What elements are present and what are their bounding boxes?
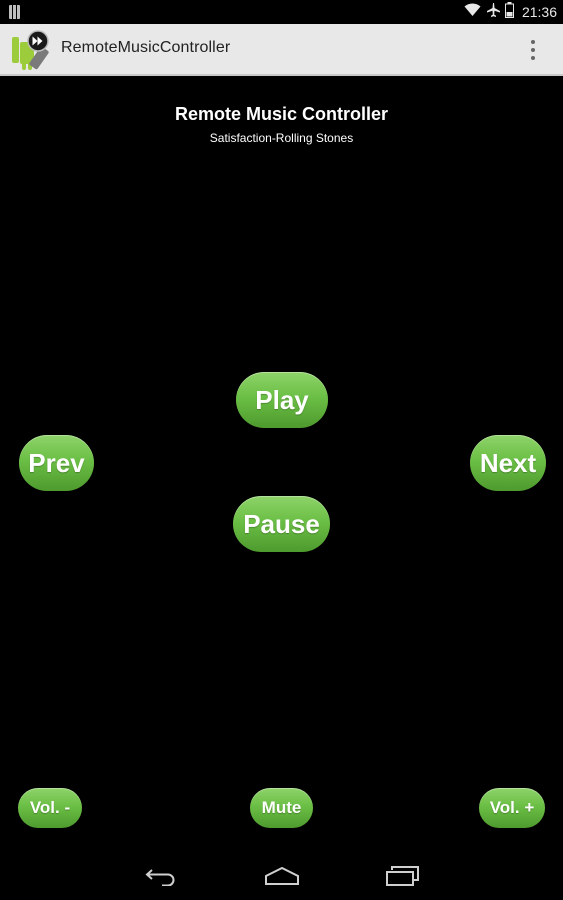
- volume-down-button[interactable]: Vol. -: [18, 788, 82, 828]
- back-icon[interactable]: [142, 862, 182, 890]
- next-button[interactable]: Next: [470, 435, 546, 491]
- app-title: RemoteMusicController: [61, 39, 231, 56]
- recent-apps-icon[interactable]: [382, 862, 422, 890]
- battery-icon: [504, 1, 514, 23]
- status-icons: 21:36: [464, 1, 557, 23]
- app-launcher-icon[interactable]: [8, 29, 52, 71]
- mute-button[interactable]: Mute: [250, 788, 313, 828]
- prev-button[interactable]: Prev: [19, 435, 94, 491]
- status-bar: 21:36: [0, 0, 563, 24]
- notification-icon: [9, 5, 20, 19]
- overflow-dot: [531, 40, 535, 44]
- now-playing-label: Satisfaction-Rolling Stones: [209, 131, 354, 145]
- home-icon[interactable]: [262, 862, 302, 890]
- navigation-bar: [0, 852, 563, 900]
- action-bar: RemoteMusicController: [0, 24, 563, 76]
- overflow-dot: [531, 56, 535, 60]
- play-button[interactable]: Play: [236, 372, 328, 428]
- overflow-menu-icon[interactable]: [523, 38, 543, 62]
- airplane-mode-icon: [485, 2, 501, 23]
- overflow-dot: [531, 48, 535, 52]
- status-time: 21:36: [521, 4, 557, 20]
- page-title: Remote Music Controller: [174, 104, 389, 124]
- volume-up-button[interactable]: Vol. +: [479, 788, 545, 828]
- wifi-icon: [464, 2, 481, 22]
- pause-button[interactable]: Pause: [233, 496, 330, 552]
